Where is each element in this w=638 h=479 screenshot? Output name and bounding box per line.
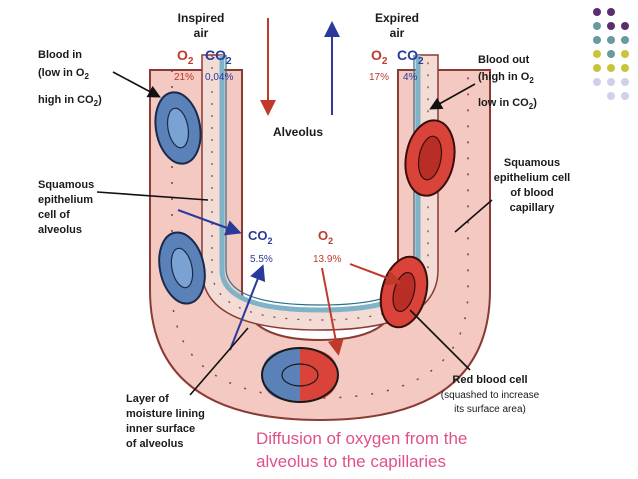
center-co2-pct: 5.5% [250, 254, 273, 265]
squamous-capillary-label: Squamous epithelium cell of blood capill… [494, 157, 570, 214]
squamous-alveolus-label: Squamous epithelium cell of alveolus [38, 179, 94, 236]
expired-o2-pct: 17% [369, 72, 389, 83]
co2-diffusion-arrow [177, 209, 242, 236]
expired-label-2: air [390, 26, 405, 40]
svg-text:Blood in: Blood in [38, 49, 82, 61]
svg-text:Squamous: Squamous [504, 157, 560, 169]
expired-label: Expired [375, 11, 419, 25]
expired-co2: CO2 [397, 47, 424, 67]
o2-diffusion-arrow [321, 267, 344, 356]
blood-out-label: Blood out (high in O2 low in CO2) [478, 54, 537, 111]
leader-moisture [189, 327, 249, 396]
leader-blood-in [112, 71, 161, 98]
svg-text:epithelium cell: epithelium cell [494, 172, 570, 184]
svg-text:Blood out: Blood out [478, 54, 530, 66]
svg-text:Squamous: Squamous [38, 179, 94, 191]
inspired-o2-pct: 21% [174, 72, 194, 83]
leader-squamous-capillary [454, 199, 493, 233]
rbc-left-upper [154, 91, 202, 165]
decorative-dot-grid [593, 8, 629, 100]
caption-line-2: alveolus to the capillaries [256, 452, 446, 471]
inspired-label-2: air [194, 26, 209, 40]
leader-blood-out [429, 83, 476, 110]
alveolus-label: Alveolus [273, 125, 323, 139]
expired-o2: O2 [371, 47, 388, 67]
svg-text:high in CO2): high in CO2) [38, 94, 102, 108]
inspired-co2-pct: 0.04% [205, 72, 233, 83]
center-co2: CO2 [248, 228, 273, 246]
inspired-o2: O2 [177, 47, 194, 67]
svg-text:(high in O2: (high in O2 [478, 71, 534, 85]
center-o2-pct: 13.9% [313, 254, 341, 265]
svg-text:capillary: capillary [510, 202, 556, 214]
rbc-bottom-mixed [261, 347, 339, 403]
center-o2: O2 [318, 228, 333, 246]
o2-diffusion-arrow-2 [349, 263, 402, 286]
leader-rbc [409, 309, 471, 371]
svg-text:cell of: cell of [38, 209, 70, 221]
co2-diffusion-arrow-2 [229, 264, 266, 351]
svg-text:Layer of: Layer of [126, 393, 169, 405]
svg-text:(low in O2: (low in O2 [38, 67, 89, 81]
rbc-left-lower [158, 231, 206, 305]
blood-in-label: Blood in (low in O2 high in CO2) [38, 49, 102, 108]
caption-line-1: Diffusion of oxygen from the [256, 429, 467, 448]
svg-text:epithelium: epithelium [38, 194, 93, 206]
svg-text:of alveolus: of alveolus [126, 438, 183, 450]
inspired-co2: CO2 [205, 47, 232, 67]
leader-squamous-alveolus [96, 191, 209, 201]
moisture-label: Layer of moisture lining inner surface o… [126, 393, 205, 450]
svg-text:(squashed to increase: (squashed to increase [441, 390, 540, 401]
rbc-right-upper [404, 119, 456, 197]
svg-text:inner surface: inner surface [126, 423, 195, 435]
inspired-label: Inspired [178, 11, 225, 25]
svg-text:moisture lining: moisture lining [126, 408, 205, 420]
svg-text:its surface area): its surface area) [454, 404, 526, 415]
svg-text:of blood: of blood [510, 187, 553, 199]
svg-text:alveolus: alveolus [38, 224, 82, 236]
svg-text:Red blood cell: Red blood cell [452, 374, 527, 386]
svg-text:low in CO2): low in CO2) [478, 97, 537, 111]
expired-co2-pct: 4% [403, 72, 418, 83]
rbc-label: Red blood cell (squashed to increase its… [441, 374, 540, 415]
